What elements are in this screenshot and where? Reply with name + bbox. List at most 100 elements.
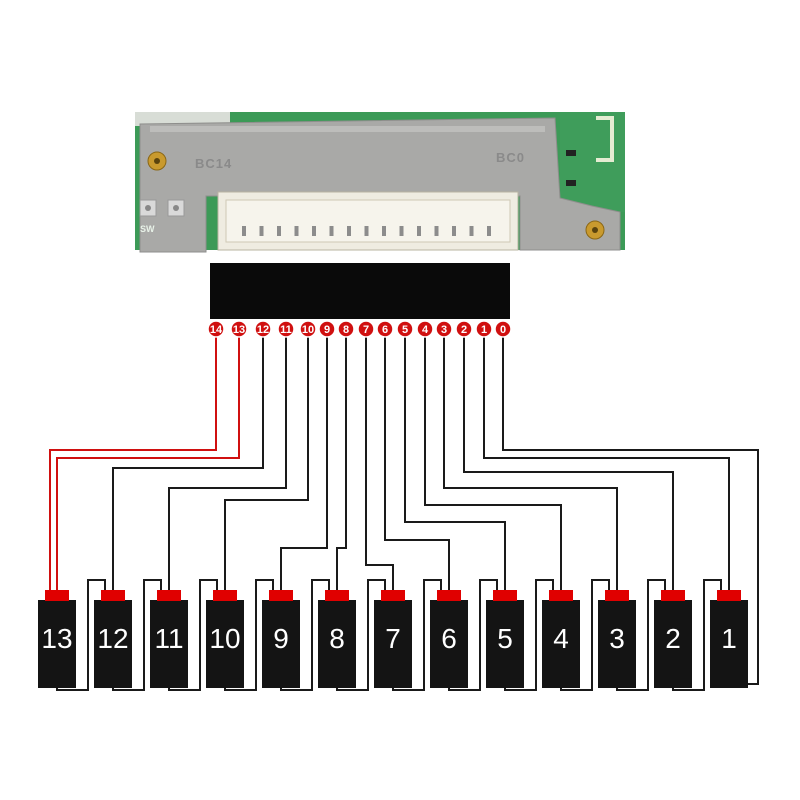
- pin-badge: [230, 320, 248, 338]
- series-link-wire: [448, 579, 498, 691]
- pin-5: 5: [396, 320, 414, 338]
- pin-number-label: 4: [422, 324, 429, 336]
- pin-14: 14: [207, 320, 225, 338]
- balance-wire-3: [443, 329, 618, 590]
- pin-badge: [254, 320, 272, 338]
- battery-cell-11: 11: [150, 590, 188, 688]
- pin-13: 13: [230, 320, 248, 338]
- cell-body: [150, 600, 188, 688]
- balance-wire-5: [404, 329, 506, 590]
- cell-positive-cap: [157, 590, 181, 601]
- pin-6: 6: [376, 320, 394, 338]
- cell-body: [654, 600, 692, 688]
- cell-positive-cap: [605, 590, 629, 601]
- cell-positive-cap: [269, 590, 293, 601]
- series-link-wire: [224, 579, 274, 691]
- balance-wire-10: [224, 329, 309, 590]
- pin-12: 12: [254, 320, 272, 338]
- pin-11: 11: [277, 320, 295, 338]
- connector-pin: [434, 226, 439, 236]
- pin-4: 4: [416, 320, 434, 338]
- pin-number-label: 6: [382, 324, 388, 336]
- cell-number-label: 8: [329, 623, 345, 654]
- series-link-wire: [504, 579, 554, 691]
- cell-positive-cap: [717, 590, 741, 601]
- cell-number-label: 2: [665, 623, 681, 654]
- pin-badge: [207, 320, 225, 338]
- cell-positive-cap: [213, 590, 237, 601]
- balance-wire-13: [56, 329, 240, 590]
- cell-body: [206, 600, 244, 688]
- pin-badge: [357, 320, 375, 338]
- connector-pin: [382, 226, 386, 236]
- battery-cell-7: 7: [374, 590, 412, 688]
- pin-number-label: 2: [461, 324, 467, 336]
- battery-cell-8: 8: [318, 590, 356, 688]
- series-link-wire: [616, 579, 666, 691]
- connector-pin: [312, 226, 316, 236]
- pin-number-label: 3: [441, 324, 447, 336]
- pin-number-label: 7: [363, 324, 369, 336]
- connector-pin: [259, 226, 264, 236]
- connector-pin: [487, 226, 491, 236]
- cell-body: [262, 600, 300, 688]
- balance-wire-1: [483, 329, 730, 590]
- series-link-wire: [560, 579, 610, 691]
- pin-number-label: 13: [233, 324, 245, 336]
- cell-body: [94, 600, 132, 688]
- connector-pin: [347, 226, 351, 236]
- cell-body: [598, 600, 636, 688]
- cell-number-label: 7: [385, 623, 401, 654]
- cell-number-label: 13: [41, 623, 72, 654]
- cell-positive-cap: [325, 590, 349, 601]
- connector-pin: [294, 226, 299, 236]
- pin-number-label: 0: [500, 324, 506, 336]
- pin-0: 0: [494, 320, 512, 338]
- cell-number-label: 6: [441, 623, 457, 654]
- cell-body: [542, 600, 580, 688]
- cell-body: [318, 600, 356, 688]
- pin-number-label: 12: [257, 324, 269, 336]
- switch-label: SW: [140, 224, 155, 234]
- battery-cell-4: 4: [542, 590, 580, 688]
- pin-badge: [455, 320, 473, 338]
- switch-pads: [139, 199, 185, 217]
- series-link-wire: [392, 579, 442, 691]
- pin-1: 1: [475, 320, 493, 338]
- battery-cell-12: 12: [94, 590, 132, 688]
- wire-header-block: [210, 263, 510, 319]
- pin-number-label: 9: [324, 324, 330, 336]
- cell-number-label: 1: [721, 623, 737, 654]
- balance-connector: [217, 191, 519, 251]
- pin-9: 9: [318, 320, 336, 338]
- battery-cell-13: 13: [38, 590, 76, 688]
- cell-body: [710, 600, 748, 688]
- pin-badge: [318, 320, 336, 338]
- connector-pin: [399, 226, 404, 236]
- board-label-bc14: BC14: [195, 156, 232, 171]
- pcb-white-strip: [135, 112, 230, 126]
- metal-plate-highlight: [150, 126, 545, 132]
- series-link-wire: [280, 579, 330, 691]
- pin-7: 7: [357, 320, 375, 338]
- pin-badge: [416, 320, 434, 338]
- cell-positive-cap: [381, 590, 405, 601]
- cell-positive-cap: [45, 590, 69, 601]
- battery-cell-5: 5: [486, 590, 524, 688]
- cell-number-label: 9: [273, 623, 289, 654]
- balance-wire-12: [112, 329, 264, 590]
- cell-positive-cap: [437, 590, 461, 601]
- battery-cell-9: 9: [262, 590, 300, 688]
- pcb-right-trace: [596, 116, 614, 162]
- pin-number-label: 5: [402, 324, 408, 336]
- mounting-screw-left: [147, 151, 167, 171]
- balance-wire-2: [463, 329, 674, 590]
- metal-plate: [139, 117, 621, 253]
- pin-badge: [396, 320, 414, 338]
- balance-wire-0: [502, 329, 759, 685]
- balance-wire-7: [365, 329, 394, 590]
- pin-badge: [376, 320, 394, 338]
- battery-cell-1: 1: [710, 590, 748, 688]
- balance-wire-11: [168, 329, 287, 590]
- cell-body: [374, 600, 412, 688]
